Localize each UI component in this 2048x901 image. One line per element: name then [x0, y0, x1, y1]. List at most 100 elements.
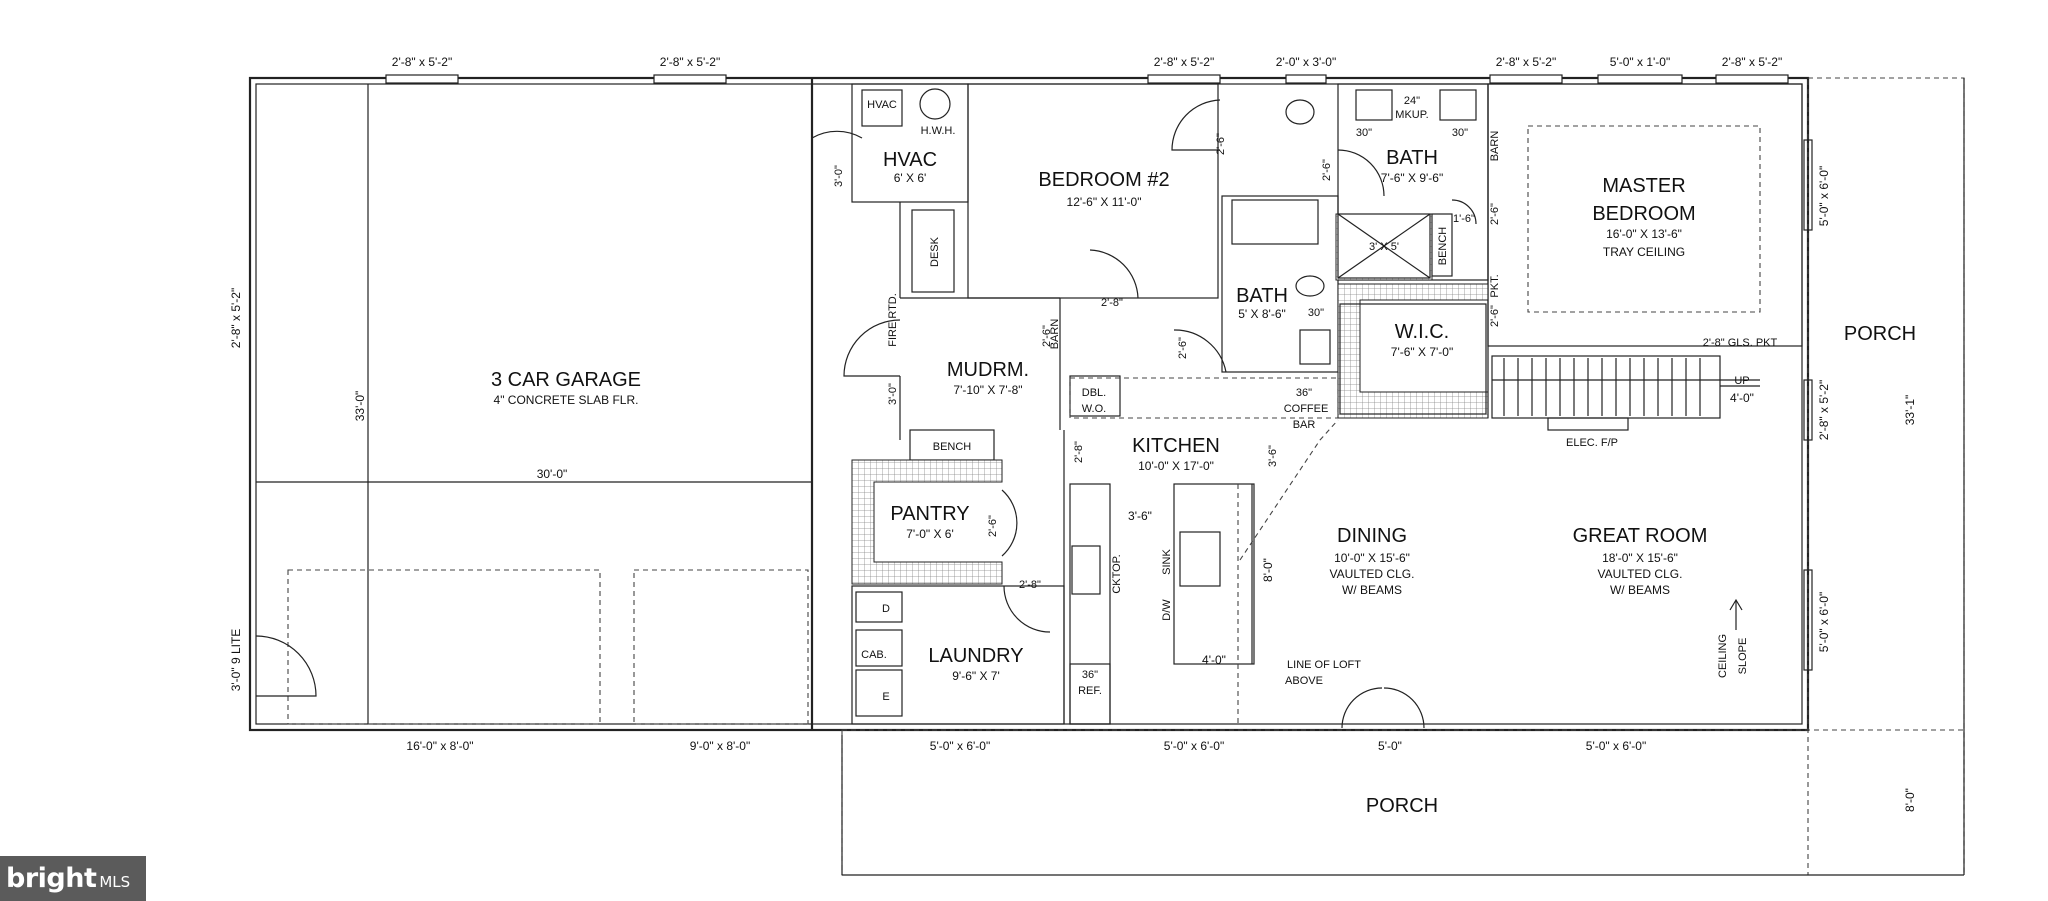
great-room-dims: 18'-0" X 15'-6"	[1602, 551, 1678, 565]
island-length-dim: 8'-0"	[1261, 558, 1275, 582]
electric-fireplace	[1547, 417, 1629, 431]
mudroom-name: MUDRM.	[947, 359, 1029, 381]
aisle-dim: 3'-6"	[1128, 509, 1152, 523]
window-mark	[1489, 74, 1563, 84]
wic-dims: 7'-6" X 7'-0"	[1391, 345, 1453, 359]
window-label-top-1: 2'-8" x 5'-2"	[392, 55, 452, 69]
door-label-7: 2'-6"	[1041, 325, 1053, 347]
dining-dims: 10'-0" X 15'-6"	[1334, 551, 1410, 565]
bath-2	[1221, 195, 1339, 373]
vanity-left: 30"	[1356, 127, 1372, 139]
great-room-note-2: W/ BEAMS	[1610, 583, 1670, 597]
mkup-2: MKUP.	[1395, 109, 1428, 121]
garage-depth-dim: 33'-0"	[353, 391, 367, 422]
door-label-12: 2'-6"	[1489, 203, 1501, 225]
washer-label: E	[882, 691, 889, 703]
garage-width-dim: 30'-0"	[537, 467, 568, 481]
cooktop	[1071, 545, 1101, 595]
bath1-dims: 7'-6" X 9'-6"	[1381, 171, 1443, 185]
entry-door	[1341, 687, 1425, 729]
great-room-note-1: VAULTED CLG.	[1598, 567, 1683, 581]
ref-label-2: REF.	[1078, 685, 1102, 697]
porch-right-outline	[1807, 77, 1965, 876]
dining-name: DINING	[1337, 525, 1407, 547]
bath1-name: BATH	[1386, 147, 1438, 169]
door-label-11: 1'-6"	[1453, 213, 1475, 225]
door-label-4: 2'-8"	[1101, 297, 1123, 309]
door-label-3: 2'-6"	[1321, 159, 1333, 181]
mkup-1: 24"	[1404, 95, 1420, 107]
dining-note-1: VAULTED CLG.	[1330, 567, 1415, 581]
gls-pkt-label: 2'-8" GLS. PKT	[1703, 337, 1778, 349]
ceiling-label-2: SLOPE	[1737, 638, 1749, 675]
window-label-top-2: 2'-8" x 5'-2"	[660, 55, 720, 69]
porch-bottom-name: PORCH	[1366, 795, 1438, 817]
shower-bench	[1431, 213, 1453, 277]
fire-rated-door	[843, 319, 901, 377]
logo-suffix: MLS	[99, 872, 131, 891]
garage-sub: 4" CONCRETE SLAB FLR.	[494, 393, 639, 407]
window-label-top-3: 2'-8" x 5'-2"	[1154, 55, 1214, 69]
desk	[911, 209, 955, 293]
laundry-name: LAUNDRY	[928, 645, 1023, 667]
porch-right-name: PORCH	[1844, 323, 1916, 345]
window-label-right-2: 2'-8" x 5'-2"	[1817, 380, 1831, 440]
barn-label-2: BARN	[1489, 131, 1501, 162]
master-name-1: MASTER	[1602, 175, 1685, 197]
island-width-dim: 4'-0"	[1202, 653, 1226, 667]
door-label-13: 2'-6"	[1489, 305, 1501, 327]
dbl-label-2: W.O.	[1082, 403, 1106, 415]
kitchen-name: KITCHEN	[1132, 435, 1220, 457]
logo-brand: bright	[6, 863, 97, 894]
stair-run-dim: 4'-0"	[1730, 391, 1754, 405]
window-label-bottom-1: 16'-0" x 8'-0"	[406, 739, 473, 753]
dbl-label-1: DBL.	[1082, 387, 1106, 399]
pantry-dims: 7'-0" X 6'	[906, 527, 954, 541]
window-label-bottom-6: 5'-0" x 6'-0"	[1586, 739, 1646, 753]
window-mark	[385, 74, 459, 84]
loft-label-2: ABOVE	[1285, 675, 1323, 687]
window-label-bottom-5: 5'-0"	[1378, 739, 1402, 753]
stair-treads	[1503, 358, 1701, 416]
bench-mud-label: BENCH	[933, 441, 972, 453]
wic-name: W.I.C.	[1395, 321, 1449, 343]
dw-label: D/W	[1161, 599, 1173, 621]
overall-depth-dim: 33'-1"	[1903, 395, 1917, 426]
desk-label: DESK	[929, 236, 941, 267]
dining-note-2: W/ BEAMS	[1342, 583, 1402, 597]
bedroom-2	[967, 83, 1219, 299]
top-window-ticks	[385, 74, 1789, 84]
window-label-top-6: 5'-0" x 1'-0"	[1610, 55, 1670, 69]
door-label-5: 2'-6"	[1177, 337, 1189, 359]
garage-name: 3 CAR GARAGE	[491, 369, 641, 391]
window-label-top-5: 2'-8" x 5'-2"	[1496, 55, 1556, 69]
window-mark	[1597, 74, 1683, 84]
pantry-name: PANTRY	[890, 503, 969, 525]
window-label-bottom-3: 5'-0" x 6'-0"	[930, 739, 990, 753]
bedroom2-name: BEDROOM #2	[1038, 169, 1169, 191]
window-label-right-3: 5'-0" x 6'-0"	[1817, 592, 1831, 652]
ref-label-1: 36"	[1082, 669, 1098, 681]
mudroom-dims: 7'-10" X 7'-8"	[953, 383, 1022, 397]
brightmls-logo: bright MLS	[0, 856, 146, 901]
tray-ceiling	[1527, 125, 1761, 313]
master-dims: 16'-0" X 13'-6"	[1606, 227, 1682, 241]
window-mark	[1715, 74, 1789, 84]
door-label-9: 2'-6"	[987, 515, 999, 537]
door-label-14: 3'-6"	[1267, 445, 1279, 467]
hwh-label: H.W.H.	[921, 125, 956, 137]
window-label-top-4: 2'-0" x 3'-0"	[1276, 55, 1336, 69]
bench-bath-label: BENCH	[1437, 227, 1449, 266]
bath2-dims: 5' X 8'-6"	[1238, 307, 1286, 321]
hvac-unit-label: HVAC	[867, 99, 897, 111]
pantry-shelves	[851, 459, 1003, 585]
loft-label-1: LINE OF LOFT	[1287, 659, 1361, 671]
coffee-1: 36"	[1296, 387, 1312, 399]
door-label-1: 3'-0"	[833, 165, 845, 187]
cktop-label: CKTOP.	[1111, 554, 1123, 593]
coffee-3: BAR	[1293, 419, 1316, 431]
bath2-name: BATH	[1236, 285, 1288, 307]
window-mark	[653, 74, 727, 84]
window-label-top-7: 2'-8" x 5'-2"	[1722, 55, 1782, 69]
door-label-2: 2'-6"	[1215, 133, 1227, 155]
